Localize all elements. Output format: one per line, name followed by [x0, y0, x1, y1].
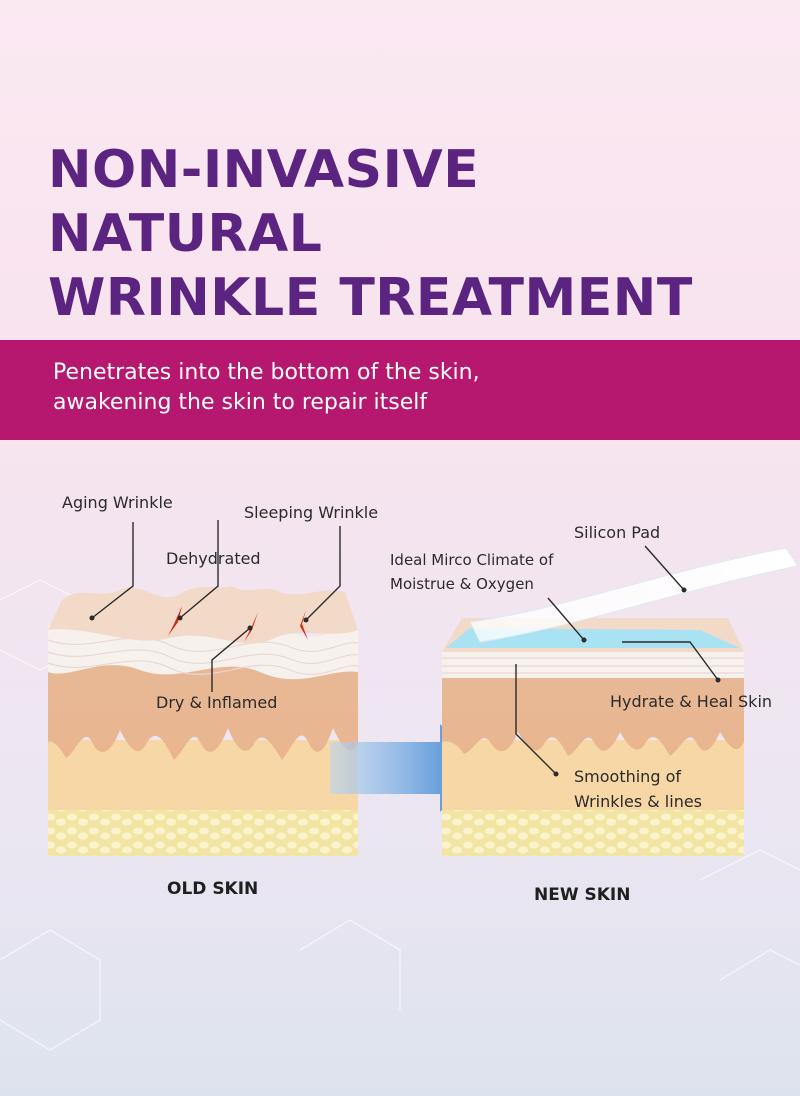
title-line-2: WRINKLE TREATMENT [48, 268, 693, 328]
subtitle-banner [0, 340, 800, 440]
label-dry-inflamed: Dry & Inflamed [156, 693, 278, 712]
silicon-pad-shape [469, 547, 799, 643]
old-skin-subcutis-layer [48, 740, 358, 810]
caption-new-skin: NEW SKIN [534, 885, 631, 905]
label-silicon-pad: Silicon Pad [574, 523, 661, 542]
label-smoothing-line-1: Smoothing of [574, 767, 681, 786]
label-aging-wrinkle: Aging Wrinkle [62, 493, 173, 512]
banner-subtitle: Penetrates into the bottom of the skin, … [53, 358, 773, 418]
title-line-1: NON-INVASIVE NATURAL [48, 140, 480, 264]
caption-old-skin: OLD SKIN [167, 879, 259, 899]
wrinkle-mark-3 [300, 610, 308, 640]
new-skin-dermis-layer [442, 676, 744, 756]
subtitle-line-2: awakening the skin to repair itself [53, 390, 428, 415]
label-hydrate-heal: Hydrate & Heal Skin [610, 692, 773, 711]
label-dehydrated: Dehydrated [166, 549, 261, 568]
header-background [0, 0, 800, 340]
subtitle-line-1: Penetrates into the bottom of the skin, [53, 360, 480, 385]
new-skin-block [442, 545, 799, 856]
label-micro-climate-line-1: Ideal Mirco Climate of [390, 551, 554, 569]
old-skin-surface [48, 586, 358, 644]
old-skin-block [47, 520, 359, 856]
label-micro-climate-line-2: Moistrue & Oxygen [390, 575, 534, 593]
old-skin-dermis-layer [48, 665, 358, 760]
label-micro-climate: Ideal Mirco Climate of Moistrue & Oxygen [390, 548, 553, 596]
label-sleeping-wrinkle: Sleeping Wrinkle [244, 503, 379, 522]
new-skin-subcutis-layer [442, 740, 744, 810]
label-smoothing: Smoothing of Wrinkles & lines [574, 764, 702, 814]
label-smoothing-line-2: Wrinkles & lines [574, 792, 703, 811]
page-title: NON-INVASIVE NATURAL WRINKLE TREATMENT [48, 138, 768, 330]
